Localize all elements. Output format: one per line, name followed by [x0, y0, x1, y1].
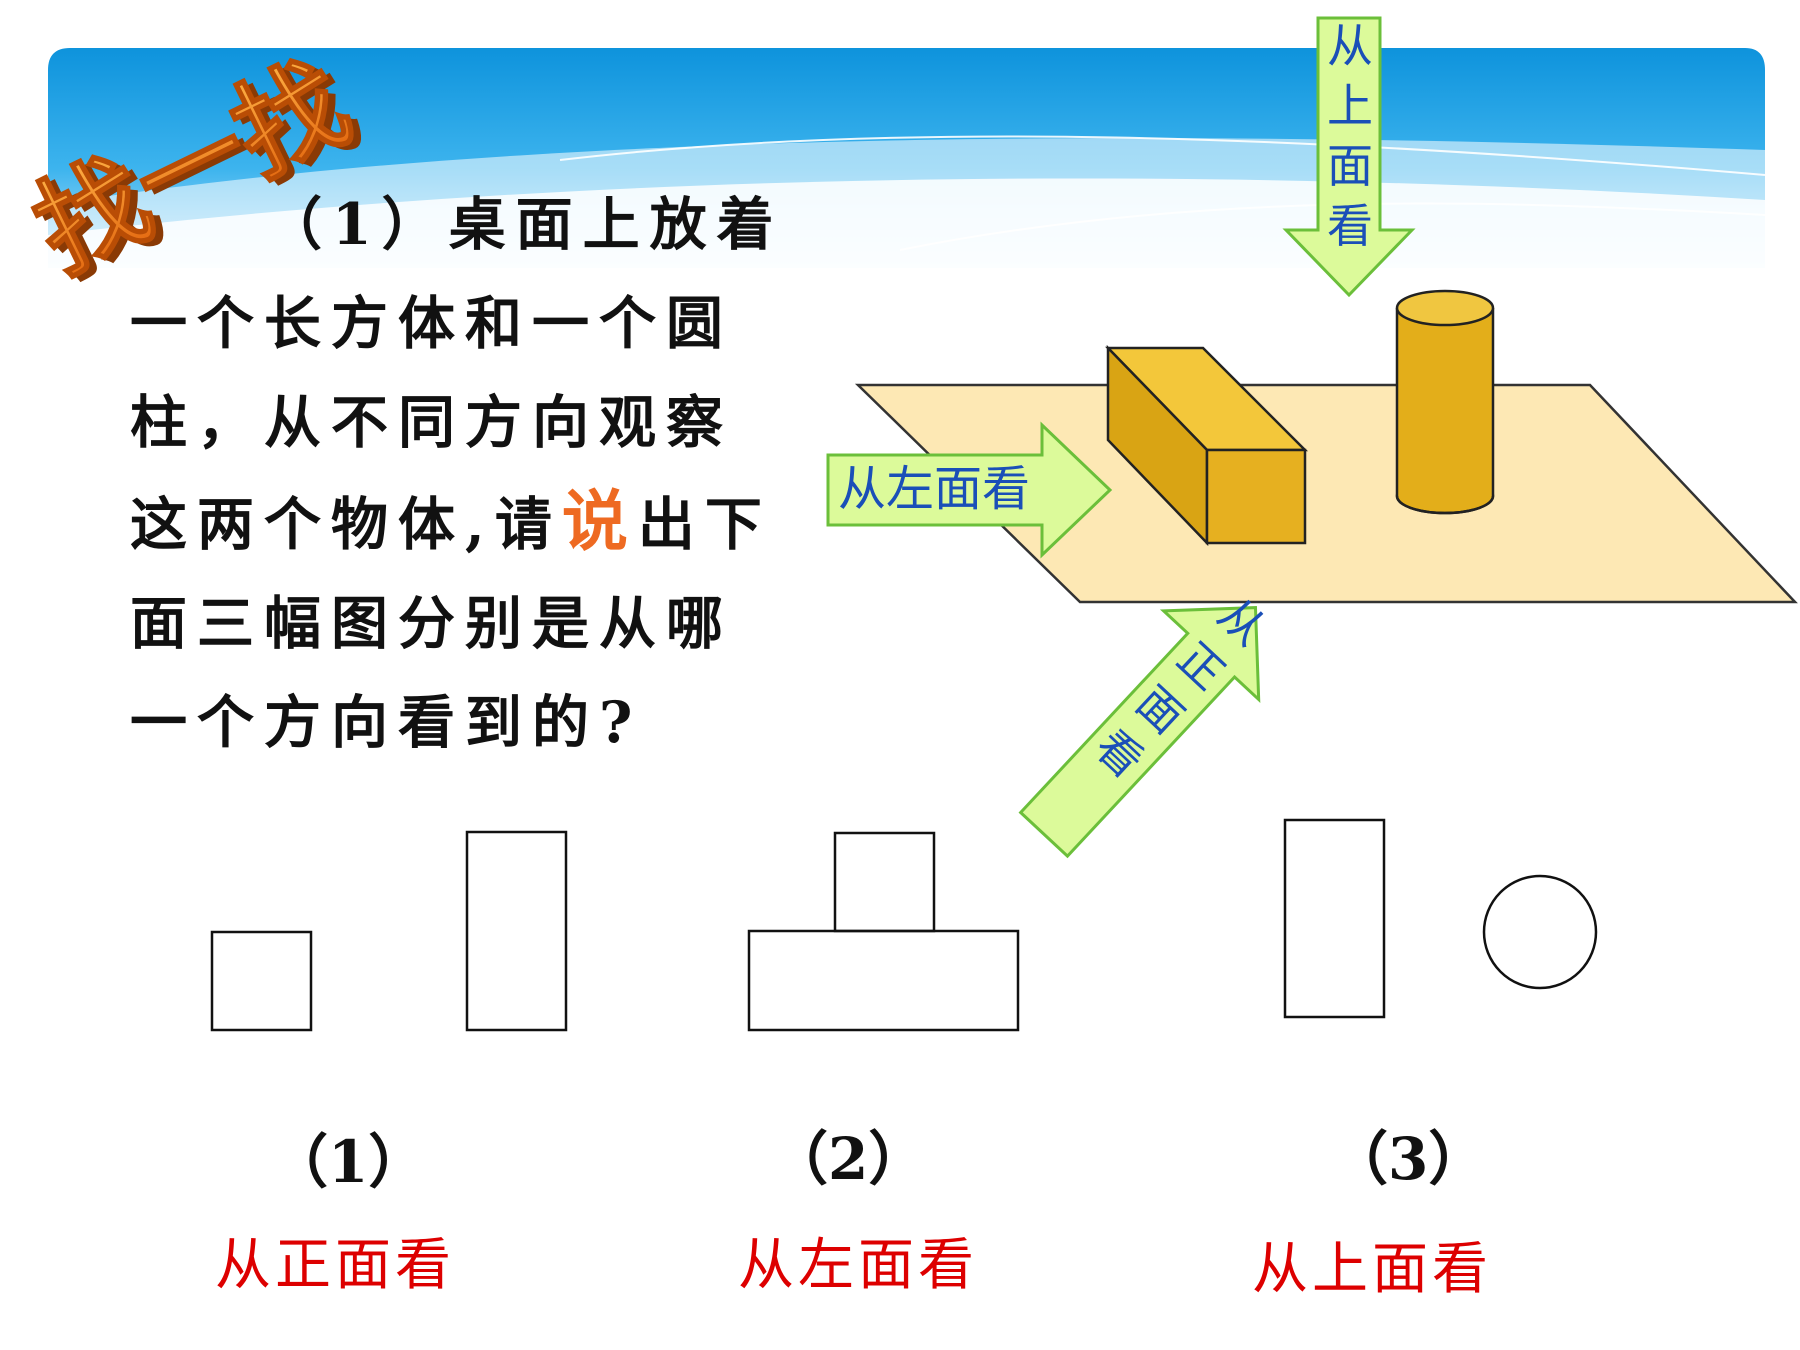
svg-text:从: 从	[1327, 19, 1373, 73]
arrow-left-view: 从左面看	[826, 421, 1113, 559]
question-line-5: 面三幅图分别是从哪	[130, 590, 733, 657]
figure-number-3: （3）	[1330, 1125, 1487, 1193]
arrow-top-view: 从 上 面 看	[1282, 16, 1416, 298]
answer-label-2: 从左面看	[738, 1233, 978, 1298]
answer-label-1: 从正面看	[215, 1233, 455, 1298]
arrow-front-view: 从 正 面 看	[1018, 589, 1275, 859]
figure-number-2: （2）	[770, 1125, 927, 1193]
cylinder-solid	[1395, 289, 1495, 515]
question-line-6: 一个方向看到的?	[130, 689, 643, 756]
table-surface	[854, 383, 1798, 604]
answer-label-3: 从上面看	[1252, 1237, 1492, 1302]
figure-number-1: （1）	[270, 1128, 427, 1196]
question-text: （1）桌面上放着 一个长方体和一个圆 柱，从不同方向观察 这两个物体,请说出下 …	[130, 175, 820, 772]
figure-front-view	[210, 830, 568, 1032]
question-line-2: 一个长方体和一个圆	[130, 290, 733, 357]
svg-text:面: 面	[1327, 139, 1373, 193]
figure-top-view	[1283, 818, 1598, 1019]
svg-text:上: 上	[1327, 79, 1373, 133]
figure-left-view	[747, 831, 1020, 1032]
emphasis-word: 说	[561, 482, 638, 560]
svg-text:看: 看	[1327, 199, 1373, 253]
question-line-1: （1）桌面上放着	[265, 191, 784, 258]
svg-text:从左面看: 从左面看	[838, 461, 1030, 517]
question-line-3: 柱，从不同方向观察	[130, 389, 733, 456]
cuboid-solid	[1105, 344, 1309, 547]
question-line-4: 这两个物体,请说出下	[130, 482, 772, 560]
